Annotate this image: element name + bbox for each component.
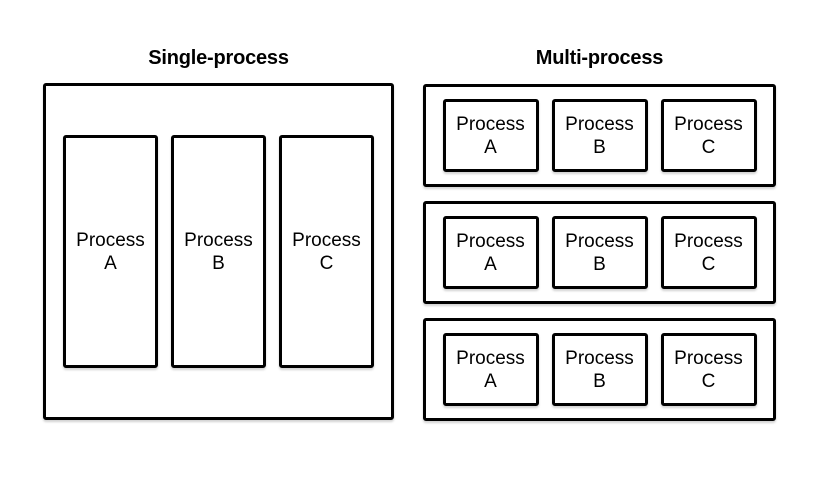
process-name: Process <box>674 230 743 252</box>
process-name: Process <box>565 230 634 252</box>
single-process-title: Single-process <box>148 47 289 69</box>
process-id: B <box>593 253 606 275</box>
process-label: Process C <box>674 113 743 159</box>
multi-process-row3-box-b: Process B <box>551 333 648 406</box>
process-name: Process <box>674 113 743 135</box>
single-process-box-a: Process A <box>63 135 158 368</box>
process-label: Process A <box>456 230 525 276</box>
process-label: Process B <box>565 113 634 159</box>
process-id: A <box>484 370 497 392</box>
process-name: Process <box>292 229 361 251</box>
multi-process-row1-box-b: Process B <box>551 99 648 172</box>
multi-process-row2-box-b: Process B <box>551 216 648 289</box>
process-id: C <box>701 136 716 158</box>
process-label: Process C <box>292 229 361 275</box>
process-label: Process C <box>674 347 743 393</box>
multi-process-row3-box-a: Process A <box>442 333 539 406</box>
multi-process-row-3: Process A Process B Process C <box>423 318 776 421</box>
process-label: Process C <box>674 230 743 276</box>
multi-process-title: Multi-process <box>535 47 664 69</box>
process-id: A <box>104 252 117 274</box>
process-name: Process <box>565 347 634 369</box>
process-label: Process A <box>456 347 525 393</box>
process-name: Process <box>456 113 525 135</box>
process-id: B <box>593 370 606 392</box>
process-label: Process B <box>565 347 634 393</box>
multi-process-row1-box-a: Process A <box>442 99 539 172</box>
process-id: C <box>701 370 716 392</box>
process-name: Process <box>456 347 525 369</box>
process-label: Process A <box>76 229 145 275</box>
process-id: A <box>484 136 497 158</box>
process-id: C <box>319 252 334 274</box>
process-name: Process <box>184 229 253 251</box>
multi-process-row3-box-c: Process C <box>660 333 757 406</box>
process-name: Process <box>674 347 743 369</box>
process-label: Process B <box>184 229 253 275</box>
process-name: Process <box>565 113 634 135</box>
multi-process-row-1: Process A Process B Process C <box>423 84 776 187</box>
process-id: B <box>593 136 606 158</box>
process-label: Process B <box>565 230 634 276</box>
multi-process-row-2: Process A Process B Process C <box>423 201 776 304</box>
single-process-box-c: Process C <box>279 135 374 368</box>
single-process-container: Process A Process B Process C <box>43 83 394 420</box>
process-id: B <box>212 252 225 274</box>
multi-process-row2-box-c: Process C <box>660 216 757 289</box>
process-id: A <box>484 253 497 275</box>
process-name: Process <box>76 229 145 251</box>
single-process-box-b: Process B <box>171 135 266 368</box>
process-id: C <box>701 253 716 275</box>
multi-process-row2-box-a: Process A <box>442 216 539 289</box>
multi-process-row1-box-c: Process C <box>660 99 757 172</box>
process-name: Process <box>456 230 525 252</box>
process-label: Process A <box>456 113 525 159</box>
